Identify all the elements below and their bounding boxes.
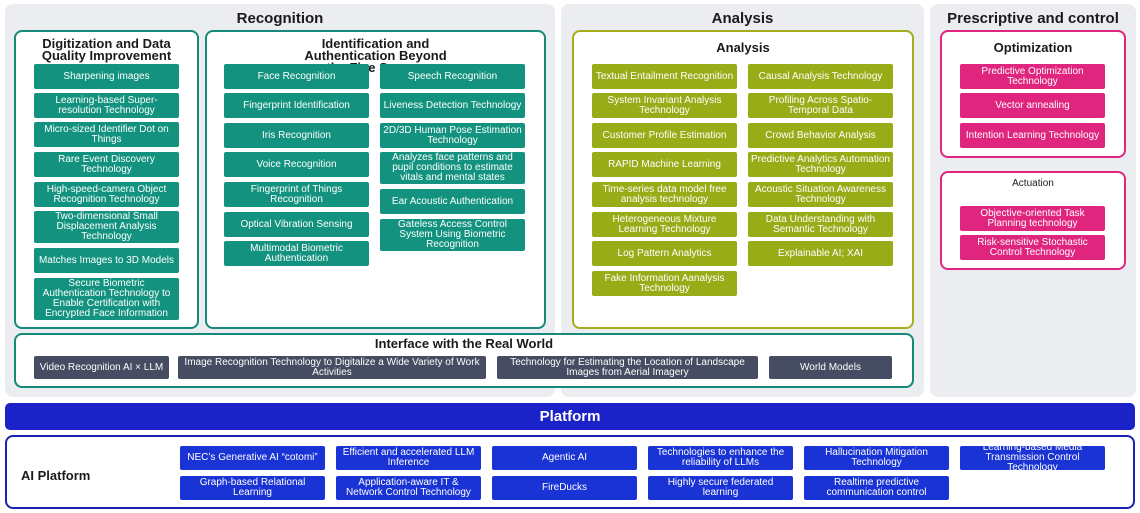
digitization-item[interactable]: High-speed-camera Object Recognition Tec… bbox=[34, 182, 179, 207]
ai-platform-item[interactable]: FireDucks bbox=[492, 476, 637, 500]
interface-item[interactable]: Image Recognition Technology to Digitali… bbox=[178, 356, 486, 379]
identification-item[interactable]: Gateless Access Control System Using Bio… bbox=[380, 219, 525, 251]
analysis-item[interactable]: Acoustic Situation Awareness Technology bbox=[748, 182, 893, 207]
interface-item[interactable]: Technology for Estimating the Location o… bbox=[497, 356, 758, 379]
analysis-item[interactable]: Data Understanding with Semantic Technol… bbox=[748, 212, 893, 237]
analysis-item[interactable]: Heterogeneous Mixture Learning Technolog… bbox=[592, 212, 737, 237]
analysis-heading: Analysis bbox=[711, 10, 774, 27]
digitization-item[interactable]: Secure Biometric Authentication Technolo… bbox=[34, 278, 179, 320]
interface-title: Interface with the Real World bbox=[374, 336, 554, 351]
recognition-heading: Recognition bbox=[236, 10, 324, 27]
ai-platform-item[interactable]: Agentic AI bbox=[492, 446, 637, 470]
digitization-item[interactable]: Learning-based Super-resolution Technolo… bbox=[34, 93, 179, 118]
digitization-title: Digitization and Data Quality Improvemen… bbox=[41, 36, 172, 63]
optimization-title: Optimization bbox=[993, 40, 1073, 55]
identification-item[interactable]: Fingerprint Identification bbox=[224, 93, 369, 118]
ai-platform-item[interactable]: NEC’s Generative AI “cotomi” bbox=[180, 446, 325, 470]
interface-item[interactable]: Video Recognition AI × LLM bbox=[34, 356, 169, 379]
identification-item[interactable]: Speech Recognition bbox=[380, 64, 525, 89]
identification-item[interactable]: 2D/3D Human Pose Estimation Technology bbox=[380, 123, 525, 148]
digitization-item[interactable]: Matches Images to 3D Models bbox=[34, 248, 179, 273]
actuation-item[interactable]: Objective-oriented Task Planning technol… bbox=[960, 206, 1105, 231]
analysis-item[interactable]: Textual Entailment Recognition bbox=[592, 64, 737, 89]
actuation-item[interactable]: Risk-sensitive Stochastic Control Techno… bbox=[960, 235, 1105, 260]
platform-bar: Platform bbox=[5, 403, 1135, 430]
analysis-item[interactable]: Explainable AI; XAI bbox=[748, 241, 893, 266]
analysis-item[interactable]: Customer Profile Estimation bbox=[592, 123, 737, 148]
analysis-item[interactable]: Time-series data model free analysis tec… bbox=[592, 182, 737, 207]
analysis-item[interactable]: Causal Analysis Technology bbox=[748, 64, 893, 89]
analysis-item[interactable]: Log Pattern Analytics bbox=[592, 241, 737, 266]
identification-item[interactable]: Analyzes face patterns and pupil conditi… bbox=[380, 152, 525, 184]
ai-platform-item[interactable]: Graph-based Relational Learning bbox=[180, 476, 325, 500]
identification-item[interactable]: Face Recognition bbox=[224, 64, 369, 89]
ai-platform-item[interactable]: Hallucination Mitigation Technology bbox=[804, 446, 949, 470]
ai-platform-item[interactable]: Highly secure federated learning bbox=[648, 476, 793, 500]
ai-platform-item[interactable]: Application-aware IT & Network Control T… bbox=[336, 476, 481, 500]
digitization-item[interactable]: Two-dimensional Small Displacement Analy… bbox=[34, 211, 179, 243]
interface-item[interactable]: World Models bbox=[769, 356, 892, 379]
identification-item[interactable]: Iris Recognition bbox=[224, 123, 369, 148]
optimization-item[interactable]: Intention Learning Technology bbox=[960, 123, 1105, 148]
identification-item[interactable]: Ear Acoustic Authentication bbox=[380, 189, 525, 214]
ai-platform-item[interactable]: Technologies to enhance the reliability … bbox=[648, 446, 793, 470]
identification-item[interactable]: Voice Recognition bbox=[224, 152, 369, 177]
identification-item[interactable]: Liveness Detection Technology bbox=[380, 93, 525, 118]
actuation-title: Actuation bbox=[1012, 178, 1054, 189]
analysis-item[interactable]: Fake Information Aanalysis Technology bbox=[592, 271, 737, 296]
analysis-item[interactable]: RAPID Machine Learning bbox=[592, 152, 737, 177]
ai-platform-item[interactable]: Realtime predictive communication contro… bbox=[804, 476, 949, 500]
optimization-item[interactable]: Predictive Optimization Technology bbox=[960, 64, 1105, 89]
identification-item[interactable]: Multimodal Biometric Authentication bbox=[224, 241, 369, 266]
analysis-item[interactable]: Crowd Behavior Analysis bbox=[748, 123, 893, 148]
prescriptive-heading: Prescriptive and control bbox=[947, 10, 1119, 27]
digitization-item[interactable]: Sharpening images bbox=[34, 64, 179, 89]
analysis-box-title: Analysis bbox=[716, 40, 770, 55]
ai-platform-item[interactable]: Learning-based Media Transmission Contro… bbox=[960, 446, 1105, 470]
analysis-item[interactable]: Predictive Analytics Automation Technolo… bbox=[748, 152, 893, 177]
analysis-item[interactable]: System Invariant Analysis Technology bbox=[592, 93, 737, 118]
digitization-item[interactable]: Micro-sized Identifier Dot on Things bbox=[34, 122, 179, 147]
ai-platform-label: AI Platform bbox=[21, 468, 91, 483]
ai-platform-item[interactable]: Efficient and accelerated LLM Inference bbox=[336, 446, 481, 470]
identification-item[interactable]: Optical Vibration Sensing bbox=[224, 212, 369, 237]
optimization-item[interactable]: Vector annealing bbox=[960, 93, 1105, 118]
digitization-item[interactable]: Rare Event Discovery Technology bbox=[34, 152, 179, 177]
identification-item[interactable]: Fingerprint of Things Recognition bbox=[224, 182, 369, 207]
analysis-item[interactable]: Profiling Across Spatio-Temporal Data bbox=[748, 93, 893, 118]
